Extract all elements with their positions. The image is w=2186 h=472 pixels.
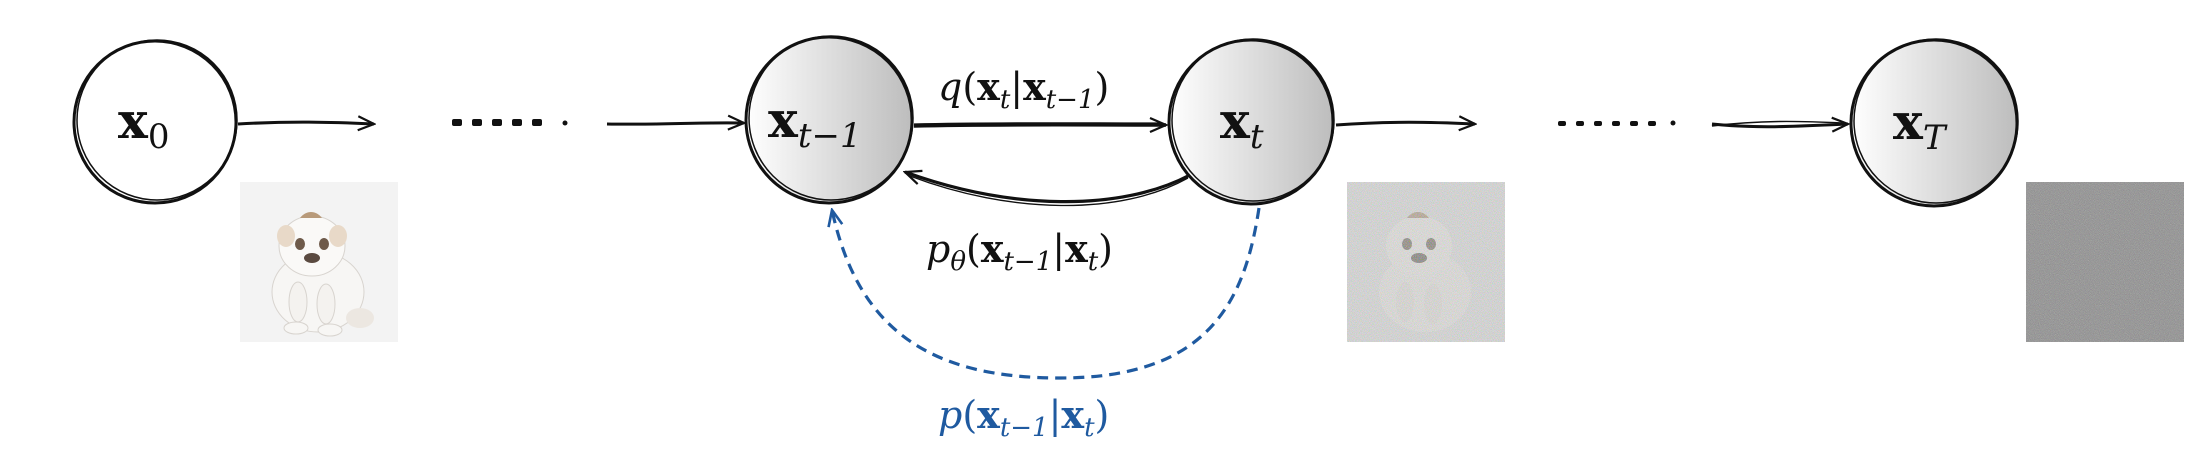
node-xt-minus-1-base: x (768, 90, 799, 149)
arrow-reverse-p-theta (905, 172, 1191, 207)
ellipsis-left (452, 119, 568, 126)
bulldog-puppy-image (240, 182, 398, 342)
svg-text:xt: xt (1220, 91, 1264, 157)
node-x0-sub: 0 (148, 117, 170, 157)
svg-text:x0: x0 (118, 91, 169, 157)
arrow-into-xT (1711, 121, 1848, 126)
arrow-into-xt-minus-1 (606, 123, 744, 124)
node-xT-base: x (1893, 92, 1924, 151)
node-xt: xt (1167, 38, 1335, 206)
node-xT: xT (1849, 38, 2019, 208)
node-xt-sub: t (1250, 117, 1264, 157)
noisy-bulldog-image (1347, 182, 1505, 342)
arrow-true-reverse-dashed (832, 208, 1261, 380)
node-xT-sub: T (1923, 118, 1948, 158)
node-xt-minus-1: xt−1 (744, 35, 914, 205)
label-reverse-p-theta: pθ(xt−1|xt) (926, 226, 1113, 277)
svg-text:xt−1: xt−1 (768, 90, 862, 156)
arrow-xt-out (1335, 122, 1475, 125)
node-xt-minus-1-sub: t−1 (798, 116, 862, 156)
arrow-forward-q (913, 123, 1166, 126)
arrow-x0-out (237, 122, 374, 124)
node-x0: x0 (72, 39, 238, 205)
gaussian-noise-image (2026, 182, 2184, 342)
node-xt-base: x (1220, 91, 1251, 150)
ellipsis-right (1558, 120, 1676, 126)
label-true-reverse-p: p(xt−1|xt) (938, 392, 1109, 443)
svg-text:xT: xT (1893, 92, 1948, 158)
node-x0-base: x (118, 91, 149, 150)
label-forward-q: q(xt|xt−1) (938, 64, 1109, 115)
